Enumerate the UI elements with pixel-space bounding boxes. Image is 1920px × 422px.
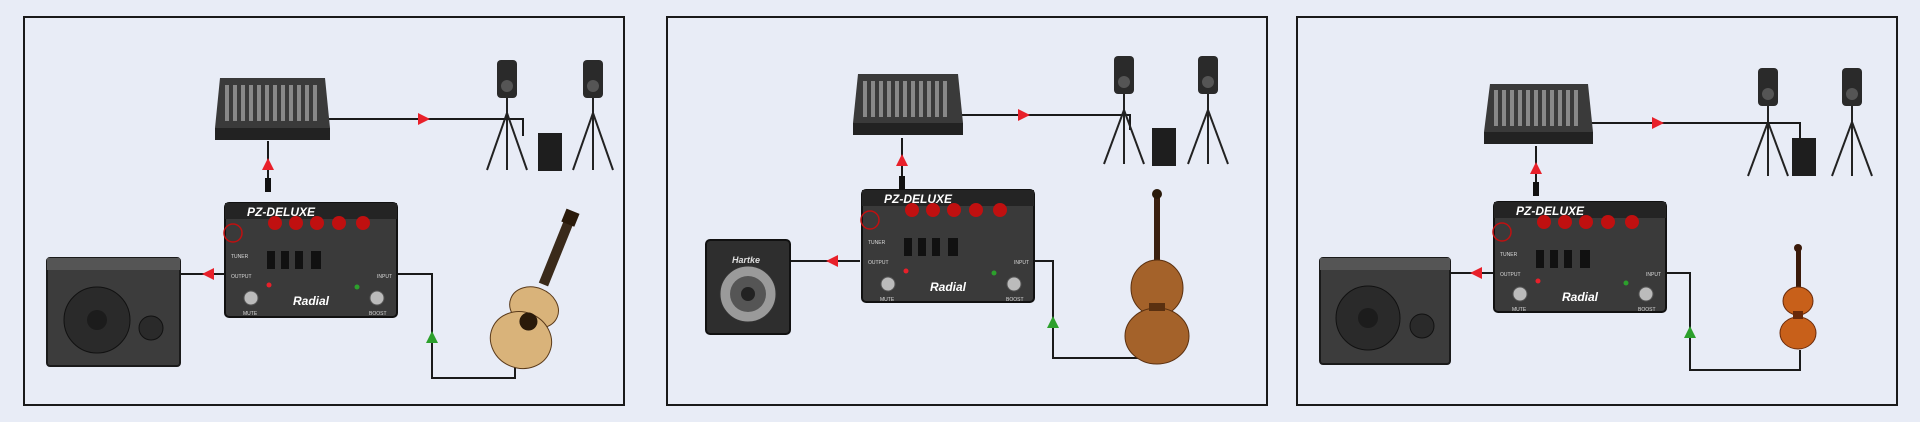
pz-deluxe-pedal: PZ-DELUXE Radial TUNER OUTPUT INPUT MUTE… xyxy=(860,189,1035,303)
cable-mixer-to-speakers xyxy=(325,118,524,136)
acoustic-combo-amp-icon xyxy=(1319,257,1451,365)
tuner-label: TUNER xyxy=(231,254,249,260)
amp-brand-label: Hartke xyxy=(732,255,760,265)
diagram-panel-upright-bass: PZ-DELUXE Radial TUNER OUTPUT INPUT MUTE… xyxy=(666,16,1268,406)
mute-label: MUTE xyxy=(880,297,895,303)
output-label: OUTPUT xyxy=(868,260,889,266)
red-arrow-icon xyxy=(418,113,430,125)
violin-icon xyxy=(1779,244,1817,350)
red-arrow-icon xyxy=(1470,267,1482,279)
red-arrow-icon xyxy=(826,255,838,267)
input-label: INPUT xyxy=(1014,260,1029,266)
boost-label: BOOST xyxy=(1638,307,1656,313)
upright-bass-icon xyxy=(1124,189,1190,365)
tuner-label: TUNER xyxy=(868,240,886,246)
brand-logo: Radial xyxy=(1562,290,1599,304)
cable-mixer-to-speakers xyxy=(958,114,1131,130)
output-label: OUTPUT xyxy=(1500,272,1521,278)
mixer-icon xyxy=(215,78,330,140)
green-arrow-icon xyxy=(426,331,438,343)
red-arrow-icon xyxy=(896,154,908,166)
input-label: INPUT xyxy=(1646,272,1661,278)
subwoofer-icon xyxy=(1152,128,1176,166)
pa-speaker-icon xyxy=(1747,68,1789,177)
output-label: OUTPUT xyxy=(231,274,252,280)
mixer-icon xyxy=(853,74,963,135)
panel-1-diagram: PZ-DELUXE Radial TUNER OUTPUT INPUT MUTE… xyxy=(46,60,614,379)
pa-speaker-icon xyxy=(572,60,614,171)
red-arrow-icon xyxy=(1018,109,1030,121)
xlr-connector-icon xyxy=(1533,182,1539,196)
panel-2-diagram: PZ-DELUXE Radial TUNER OUTPUT INPUT MUTE… xyxy=(705,56,1229,365)
pedal-title: PZ-DELUXE xyxy=(1516,204,1585,218)
boost-label: BOOST xyxy=(369,311,387,317)
bass-amp-icon: Hartke xyxy=(705,239,791,335)
pedal-title: PZ-DELUXE xyxy=(884,192,953,206)
tuner-label: TUNER xyxy=(1500,252,1518,258)
red-arrow-icon xyxy=(1530,162,1542,174)
xlr-connector-icon xyxy=(899,176,905,190)
acoustic-combo-amp-icon xyxy=(46,257,181,367)
cable-instrument-to-pedal xyxy=(1666,272,1801,371)
red-arrow-icon xyxy=(1652,117,1664,129)
subwoofer-icon xyxy=(538,133,562,171)
pa-speaker-icon xyxy=(1187,56,1229,165)
cable-instrument-to-pedal xyxy=(397,273,516,379)
mixer-icon xyxy=(1484,84,1593,144)
mute-label: MUTE xyxy=(1512,307,1527,313)
green-arrow-icon xyxy=(1047,316,1059,328)
pz-deluxe-pedal: PZ-DELUXE Radial TUNER OUTPUT INPUT MUTE… xyxy=(223,202,398,318)
brand-logo: Radial xyxy=(293,294,330,308)
input-label: INPUT xyxy=(377,274,392,280)
mute-label: MUTE xyxy=(243,311,258,317)
pedal-title: PZ-DELUXE xyxy=(247,205,316,219)
brand-logo: Radial xyxy=(930,280,967,294)
red-arrow-icon xyxy=(262,158,274,170)
xlr-connector-icon xyxy=(265,178,271,192)
boost-label: BOOST xyxy=(1006,297,1024,303)
pa-speaker-icon xyxy=(486,60,528,171)
diagram-panel-guitar: PZ-DELUXE Radial TUNER OUTPUT INPUT MUTE… xyxy=(23,16,625,406)
panel-3-diagram: PZ-DELUXE Radial TUNER OUTPUT INPUT MUTE… xyxy=(1319,68,1873,371)
red-arrow-icon xyxy=(202,268,214,280)
subwoofer-icon xyxy=(1792,138,1816,176)
green-arrow-icon xyxy=(1684,326,1696,338)
cable-instrument-to-pedal xyxy=(1034,260,1155,359)
acoustic-guitar-icon xyxy=(489,208,580,370)
diagram-panel-violin: PZ-DELUXE Radial TUNER OUTPUT INPUT MUTE… xyxy=(1296,16,1898,406)
pz-deluxe-pedal: PZ-DELUXE Radial TUNER OUTPUT INPUT MUTE… xyxy=(1492,201,1667,313)
pa-speaker-icon xyxy=(1103,56,1145,165)
pa-speaker-icon xyxy=(1831,68,1873,177)
